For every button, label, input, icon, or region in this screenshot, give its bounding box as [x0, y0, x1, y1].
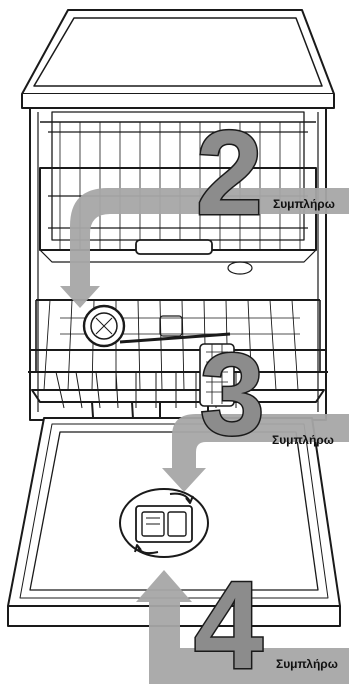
- step-3-number: 3: [200, 329, 265, 459]
- step-3-label: Συμπλήρω: [272, 433, 334, 447]
- detergent-dispenser-icon: [120, 489, 208, 557]
- step-2-number: 2: [196, 106, 263, 240]
- cabinet-right-side: [312, 108, 326, 420]
- step-2-label: Συμπλήρω: [273, 197, 335, 211]
- step-4-label: Συμπλήρω: [276, 657, 338, 671]
- dishwasher-illustration: [8, 10, 340, 626]
- step-4-number: 4: [194, 557, 263, 684]
- salt-container-cap-icon: [84, 306, 124, 346]
- worktop: [22, 10, 334, 94]
- cabinet-left-side: [30, 108, 44, 420]
